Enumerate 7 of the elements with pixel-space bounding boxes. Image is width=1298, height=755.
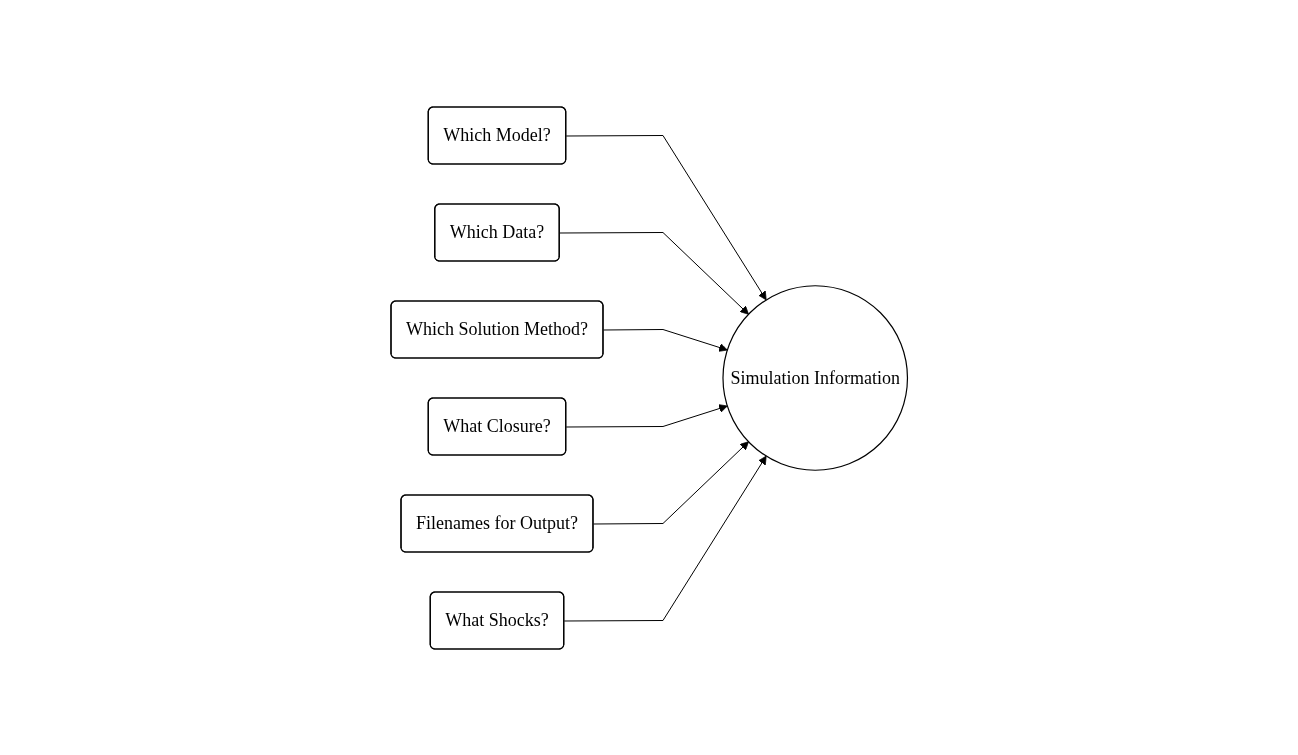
- arrow: [565, 134, 767, 300]
- arrow: [602, 328, 728, 352]
- arrow: [565, 403, 728, 427]
- arrow: [592, 440, 749, 524]
- arrow: [563, 455, 767, 621]
- arrow: [559, 231, 749, 315]
- node-circle: Simulation Information: [722, 284, 908, 471]
